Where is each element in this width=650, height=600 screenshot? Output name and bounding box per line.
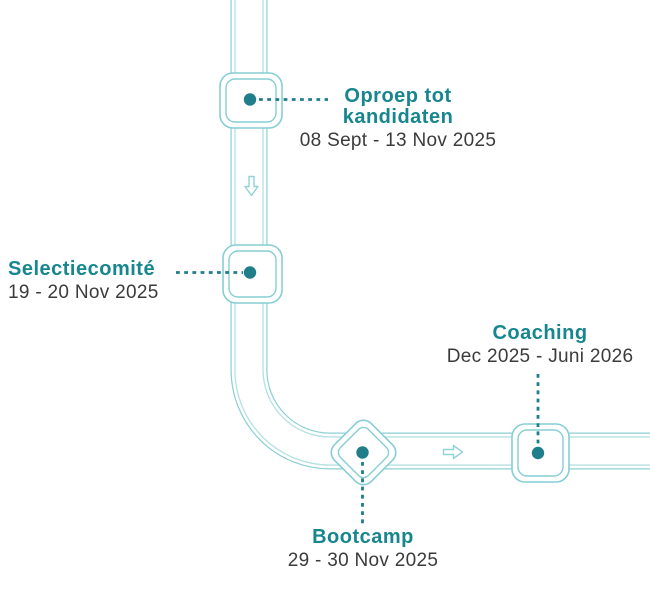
milestone-label-oproep: Oproep tot kandidaten 08 Sept - 13 Nov 2… [276, 85, 520, 152]
marker-dot-bootcamp [356, 446, 369, 459]
right-arrow-icon [442, 444, 464, 460]
marker-dot-oproep [243, 93, 257, 106]
milestone-label-coaching: Coaching Dec 2025 - Juni 2026 [420, 322, 650, 368]
down-arrow-icon [244, 175, 259, 197]
marker-dot-selectiecomite [243, 266, 257, 279]
marker-dot-coaching [531, 446, 545, 460]
road-outer-band [230, 0, 650, 470]
milestone-date: 19 - 20 Nov 2025 [8, 282, 159, 303]
milestone-title: Oproep tot kandidaten [342, 85, 454, 128]
milestone-title: Bootcamp [312, 526, 414, 548]
milestone-date: 08 Sept - 13 Nov 2025 [299, 130, 497, 151]
milestone-label-bootcamp: Bootcamp 29 - 30 Nov 2025 [243, 526, 483, 572]
milestone-title: Coaching [492, 322, 588, 344]
milestone-label-selectiecomite: Selectiecomité 19 - 20 Nov 2025 [8, 258, 228, 304]
road-inner-mask [235, 0, 650, 465]
road-path [230, 0, 650, 470]
milestone-date: 29 - 30 Nov 2025 [287, 550, 439, 571]
road-outer-mask [231, 0, 650, 469]
milestone-title: Selectiecomité [8, 258, 156, 280]
milestone-date: Dec 2025 - Juni 2026 [446, 346, 634, 367]
road-inner-band [234, 0, 650, 466]
